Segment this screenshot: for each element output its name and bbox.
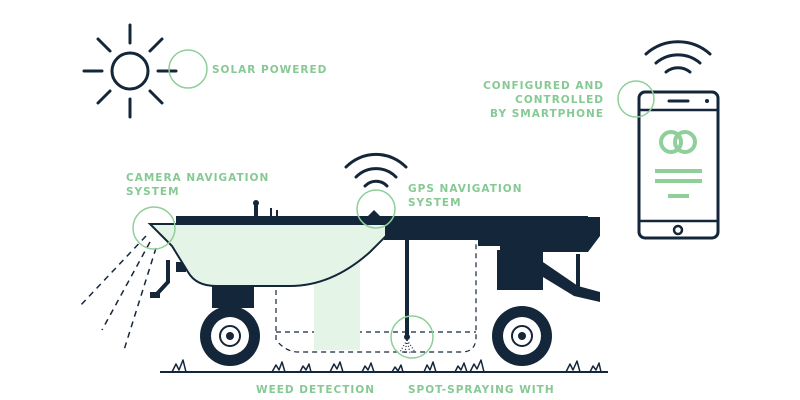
solar-powered-label: SOLAR POWERED bbox=[212, 64, 328, 76]
sprayer-icon bbox=[404, 334, 410, 340]
smartphone-icon bbox=[637, 90, 720, 240]
smartphone-label: CONFIGURED AND CONTROLLED BY SMARTPHONE bbox=[483, 80, 604, 120]
camera-navigation-label: CAMERA NAVIGATION SYSTEM bbox=[126, 172, 270, 198]
grass bbox=[171, 359, 602, 373]
weed-detection-label: WEED DETECTION bbox=[256, 384, 376, 396]
detection-zone bbox=[275, 232, 477, 353]
sun-icon bbox=[82, 23, 178, 119]
smartphone-callout-circle bbox=[617, 80, 655, 118]
app-logo-icon bbox=[659, 130, 697, 154]
spot-spraying-label: SPOT-SPRAYING WITH bbox=[408, 384, 555, 396]
rear-wheel bbox=[492, 306, 552, 366]
spray-callout-circle bbox=[390, 315, 434, 359]
front-wheel bbox=[200, 306, 260, 366]
gps-wifi-icon bbox=[344, 152, 408, 188]
solar-callout-circle bbox=[168, 49, 208, 89]
spray-mist bbox=[399, 339, 416, 354]
camera-view-lines bbox=[79, 235, 157, 351]
robot bbox=[147, 200, 600, 366]
wifi-icon bbox=[644, 40, 712, 74]
gps-navigation-label: GPS NAVIGATION SYSTEM bbox=[408, 183, 523, 209]
camera-callout-circle bbox=[132, 206, 176, 250]
gps-callout-circle bbox=[356, 189, 396, 229]
